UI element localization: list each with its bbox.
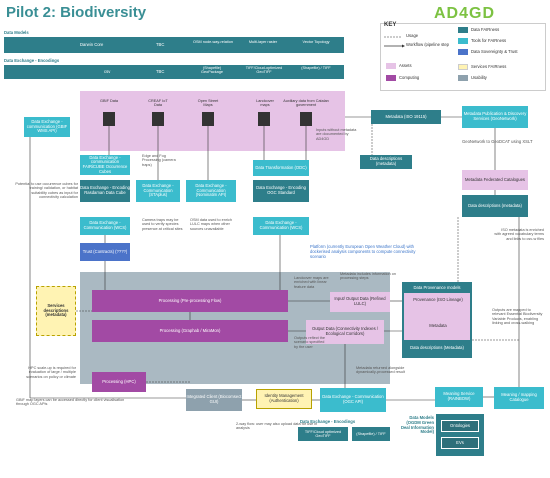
trust-node: Trust (Contracts) (????) — [80, 243, 130, 261]
key-services-swatch — [458, 64, 468, 70]
encodings-label-top: Data Exchange - Encodings — [4, 58, 60, 63]
camera-traps-note: Camera traps may be used to verify speci… — [142, 218, 183, 231]
key-usability: Usability — [471, 75, 487, 80]
rasdaman-node: Data Exchange - Encoding Rasdaman Data C… — [80, 180, 130, 202]
io-data-node: Input/ Output Data (Refined LULC) — [330, 292, 390, 312]
data-model-osm: OSM node-way-relation — [193, 40, 233, 44]
key-fairness-swatch — [458, 27, 468, 33]
tiff-bottom-node: TIFF/Cloud optimized GeoTIFF — [298, 427, 348, 441]
two-way-note: 2-way flow: user may also upload data fo… — [236, 422, 318, 431]
inputs-without-note: Inputs without metadata are documented b… — [316, 128, 357, 141]
hpc-node: Processing (HPC) — [92, 372, 146, 392]
hpc-scaleup-note: HPC scale-up is required for evaluation … — [26, 366, 76, 379]
ogc-api-node: Data Exchange - Communication (OGC API) — [320, 388, 386, 412]
data-descriptions-right-node: Data descriptions (metadata) — [462, 195, 528, 217]
encoding-shp: (Shapefile) / TIFF — [301, 66, 331, 70]
odc-node: Data Transformation (ODC) — [253, 160, 309, 176]
ontologies-node: Ontologies — [441, 420, 479, 432]
data-models-green-label: Data Models (OGDM Green Deal Information… — [400, 415, 434, 435]
asset-creaf-label: CREAF IoT Data — [148, 99, 168, 108]
rainbow-node: Meaning Service (RAINBOW) — [435, 387, 483, 407]
logo: AD4GD — [434, 5, 496, 22]
key-services: Services FAIRness — [471, 64, 507, 69]
data-model-raster: Multi-layer raster — [248, 40, 278, 44]
metadata-returned-note: Metadata returned alongside dynamically-… — [356, 366, 405, 375]
page-title: Pilot 2: Biodiversity — [6, 4, 147, 21]
outputs-reflect-note: Outputs reflect the scenario specified b… — [294, 336, 326, 349]
fairicube-node: Data Exchange - communication FAIRiCUBE … — [80, 155, 130, 175]
asset-osm-label: Open Street Maps — [197, 99, 219, 108]
shp-bottom-node: (Shapefile) / TIFF — [352, 427, 390, 441]
data-model-tbc: TBC — [156, 42, 165, 47]
processing-preprocessing-node: Processing (Pre-processing Flow) — [92, 290, 288, 312]
key-computing-swatch — [386, 75, 396, 81]
provenance-models-header: Data Provenance models — [404, 284, 470, 293]
gbif-layers-note: GBIF map layers can be accessed directly… — [16, 398, 125, 407]
wcs-node-middle: Data Exchange - Communication (WCS) — [253, 217, 309, 235]
publication-discovery-node: Metadata Publication & Discovery Service… — [462, 106, 528, 128]
meaning-mapping-node: Meaning / mapping Catalogue — [494, 387, 544, 409]
platform-note: Platform (currently European Open Weathe… — [310, 244, 416, 259]
key-fairness: Data FAIRness — [471, 27, 500, 32]
osm-document-icon — [202, 112, 214, 126]
asset-auxiliary-label: Auxiliary data from Catalan government — [283, 99, 329, 108]
identity-management-node: Identity Management (Authentication) — [256, 389, 312, 409]
gbif-document-icon — [103, 112, 115, 126]
output-data-node: Output Data (Connectivity Indexes / Ecol… — [306, 320, 384, 344]
key-tools: Tools for FAIRness — [471, 38, 507, 43]
staplus-node: Data Exchange - Communication (STAplus) — [136, 180, 180, 202]
services-descriptions-node: Services descriptions (metadata) — [36, 286, 76, 336]
data-descriptions-top-node: Data descriptions (metadata) — [360, 155, 412, 169]
key-tools-swatch — [458, 38, 468, 44]
occurrence-note: Potential to use occurrence cubes for tr… — [15, 182, 78, 200]
key-assets-swatch — [386, 63, 396, 69]
key-usability-swatch — [458, 75, 468, 81]
auxiliary-document-icon — [300, 112, 312, 126]
integrated-client-node[interactable]: Integrated Client (Biocomsect GUI) — [186, 389, 242, 411]
encoding-tbc: TBC — [156, 69, 165, 74]
data-models-label: Data Models — [4, 30, 29, 35]
asset-landcover-label: Landcover maps — [256, 99, 274, 108]
landcover-document-icon — [258, 112, 270, 126]
data-model-vector: Vector Topology — [302, 40, 330, 44]
key-computing: Computing — [399, 75, 420, 80]
metadata-iso-node: Metadata (ISO 19115) — [371, 110, 441, 124]
provenance-label: Provenance (ISO Lineage) — [413, 297, 463, 302]
federated-catalogues-node: Metadata Federated Catalogues — [462, 170, 528, 190]
osm-data-note: OSM data used to enrich LULC maps when o… — [190, 218, 232, 231]
ogc-standard-node: Data Exchange - Encoding OGC Standard — [253, 180, 309, 202]
edge-fog-note: Edge and Fog Processing (camera traps) — [142, 154, 176, 167]
outputs-mapped-note: Outputs are mapped to relevant Essential… — [492, 308, 543, 326]
key-usage: Usage — [406, 33, 419, 38]
key-sovereignty-swatch — [458, 49, 468, 55]
key-workflow: Workflow /pipeline step — [406, 42, 449, 47]
data-descriptions-meta-node: Data descriptions (Metadata) — [404, 340, 470, 356]
encoding-gpkg: (Shapefile) GeoPackage — [201, 66, 223, 75]
geonetwork-note: GeoNetwork to GeoDCAT using XSLT — [462, 139, 533, 144]
encodings-label-bottom: Data Exchange - Encodings — [300, 419, 356, 424]
asset-gbif-label: GBIF Data — [100, 99, 118, 103]
encodings-band-top — [4, 65, 344, 79]
data-model-darwin: Darwin Core — [80, 42, 104, 47]
data-models-band — [4, 37, 344, 53]
metadata-includes-note: Metadata includes information on process… — [340, 272, 396, 281]
key-sovereignty: Data Sovereignty & Trust — [471, 49, 518, 54]
key-title: KEY — [384, 22, 397, 28]
evs-node: EVs — [441, 437, 479, 449]
wcs-node-left: Data Exchange - Communication (WCS) — [80, 217, 130, 235]
encoding-cog: TIFF/Cloud-optimized GeoTIFF — [245, 66, 283, 75]
exchange-gbif-wms-node: Data Exchange - communication (GBIF WMS … — [24, 117, 70, 137]
encoding-csv: csv — [104, 69, 111, 74]
processing-graphab-node: Processing (Graphab / MiraMon) — [92, 320, 288, 342]
metadata-inner-label: Metadata — [429, 323, 447, 328]
key-assets: Assets — [399, 63, 412, 68]
creaf-document-icon — [152, 112, 164, 126]
nominatim-node: Data Exchange - Communication (Nominatim… — [186, 180, 236, 202]
landcover-enriched-note: Landcover maps are enriched with linear … — [294, 276, 329, 289]
